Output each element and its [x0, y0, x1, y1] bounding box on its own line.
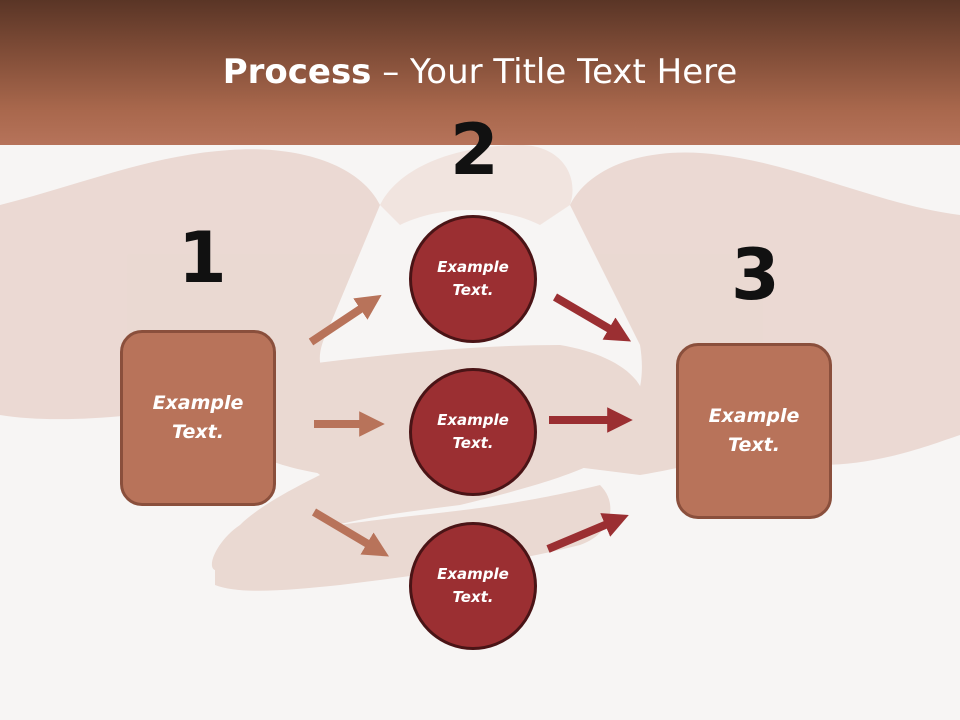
circle-top[interactable]: Example Text. [409, 215, 537, 343]
output-box-right-label: Example Text. [708, 405, 800, 456]
circle-middle[interactable]: Example Text. [409, 368, 537, 496]
circle-top-label: Example Text. [437, 258, 509, 299]
step-number-3: 3 [731, 234, 780, 316]
input-box-left[interactable]: Example Text. [120, 330, 276, 506]
step-number-1: 1 [178, 217, 227, 299]
arrow-left-to-top [308, 294, 382, 346]
circle-middle-label: Example Text. [437, 411, 509, 452]
step-number-2: 2 [450, 109, 499, 191]
input-box-left-label: Example Text. [152, 392, 244, 443]
output-box-right[interactable]: Example Text. [676, 343, 832, 519]
title-bold-part: Process [222, 52, 372, 92]
arrow-top-to-right [552, 293, 632, 342]
title-rest-part: – Your Title Text Here [371, 52, 738, 92]
slide-title: Process – Your Title Text Here [0, 52, 960, 92]
circle-bottom-label: Example Text. [437, 565, 509, 606]
arrow-bottom-to-right [546, 513, 629, 553]
circle-bottom[interactable]: Example Text. [409, 522, 537, 650]
arrow-left-to-bottom [311, 508, 390, 557]
header-bar [0, 0, 960, 145]
